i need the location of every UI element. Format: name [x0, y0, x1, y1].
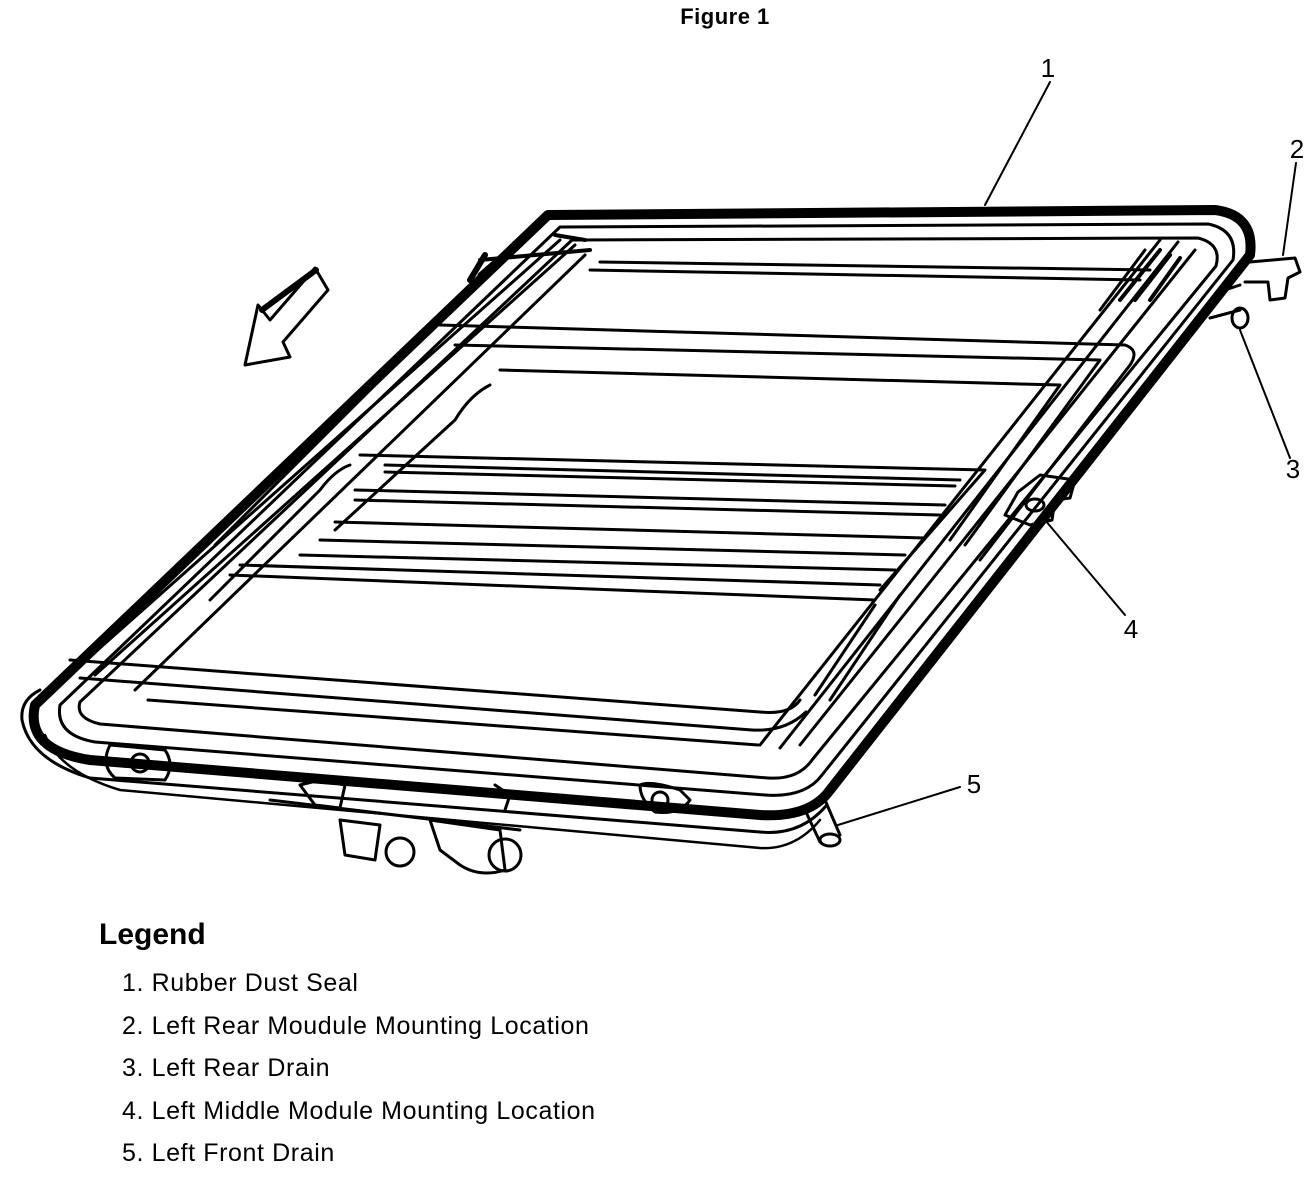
- legend-list: 1. Rubber Dust Seal 2. Left Rear Moudule…: [122, 966, 596, 1179]
- glass-panels: [208, 260, 1152, 702]
- callout-4: 4: [1124, 614, 1138, 644]
- legend-item: 5. Left Front Drain: [122, 1139, 335, 1167]
- rear-drain: [1208, 306, 1250, 330]
- callout-2: 2: [1290, 134, 1304, 164]
- rear-seal: [478, 233, 1182, 302]
- legend-item: 4. Left Middle Module Mounting Location: [122, 1096, 596, 1125]
- left-rails: [73, 237, 587, 692]
- legend-item: 3. Left Rear Drain: [122, 1054, 331, 1082]
- outer-frame: [20, 205, 1256, 850]
- middle-module-mount: [1003, 473, 1077, 527]
- front-drain: [803, 798, 842, 848]
- direction-arrow: [243, 266, 330, 367]
- callout-3: 3: [1286, 454, 1300, 484]
- bottom-hardware: [104, 743, 692, 875]
- legend-title: Legend: [99, 918, 206, 951]
- rear-module-mount: [1223, 256, 1302, 302]
- right-rails: [758, 238, 1197, 750]
- sunroof-frame-diagram: 1 2 3 4 5: [20, 53, 1304, 875]
- callout-labels: 1 2 3 4 5: [967, 53, 1304, 799]
- legend-item: 2. Left Rear Moudule Mounting Location: [122, 1011, 590, 1040]
- figure-title: Figure 1: [680, 4, 770, 29]
- callout-1: 1: [1041, 53, 1055, 83]
- legend-item: 1. Rubber Dust Seal: [122, 969, 359, 997]
- front-rail: [68, 658, 808, 747]
- callout-5: 5: [967, 769, 981, 799]
- callout-leaders: [837, 81, 1297, 826]
